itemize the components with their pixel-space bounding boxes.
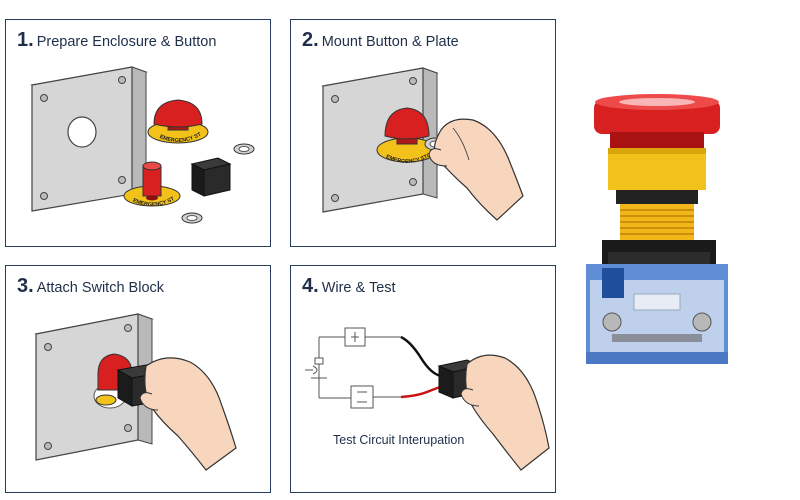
black-wire: [400, 335, 442, 378]
step-4-number: 4.: [302, 275, 319, 297]
step-3-panel: 3.Attach Switch Block: [5, 265, 271, 493]
threaded-collar: [620, 204, 694, 240]
switch-block: [190, 157, 232, 197]
step-2-title: 2.Mount Button & Plate: [302, 29, 459, 52]
step-1-label: Prepare Enclosure & Button: [36, 34, 217, 50]
step-4-illustration: [305, 327, 550, 471]
step-1-panel: 1.Prepare Enclosure & Button EMERGENCY S…: [5, 19, 271, 247]
step-3-label: Attach Switch Block: [36, 280, 165, 296]
step-2-illustration: EMERGENCY STOP: [291, 20, 524, 221]
red-wire: [400, 384, 444, 399]
step-1-title: 1.Prepare Enclosure & Button: [17, 29, 216, 52]
product-photo: [586, 94, 728, 364]
step-2-panel: 2.Mount Button & Plate EMERGENCY STOP: [290, 19, 556, 247]
hand: [460, 354, 550, 471]
step-2-number: 2.: [302, 29, 319, 51]
mushroom-head: [594, 94, 720, 148]
hand: [139, 357, 237, 471]
test-caption: Test Circuit Interupation: [333, 433, 465, 447]
step-3-number: 3.: [17, 275, 34, 297]
step-4-label: Wire & Test: [321, 280, 396, 296]
step-2-label: Mount Button & Plate: [321, 34, 459, 50]
hand: [428, 118, 524, 221]
circuit-schematic: [305, 327, 401, 409]
step-3-title: 3.Attach Switch Block: [17, 275, 164, 298]
enclosure-plate: [321, 67, 439, 213]
step-1-illustration: EMERGENCY STOP EMERGENCY STOP: [6, 20, 255, 224]
yellow-ring: [608, 148, 706, 204]
enclosure-plate: [30, 66, 148, 212]
mounting-nut: [602, 240, 716, 264]
contact-block: [586, 264, 728, 364]
step-3-illustration: [34, 313, 237, 471]
step-4-panel: 4.Wire & Test Test Circuit: [290, 265, 556, 493]
step-4-title: 4.Wire & Test: [302, 275, 396, 298]
step-1-number: 1.: [17, 29, 34, 51]
